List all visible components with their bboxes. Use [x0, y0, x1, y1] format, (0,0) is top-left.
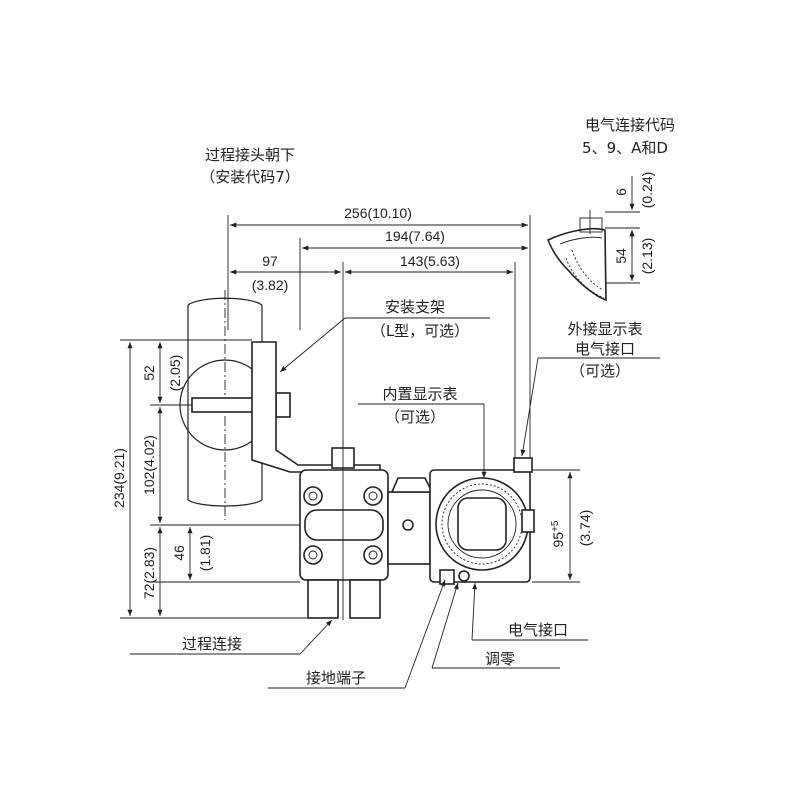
horizontal-dimensions — [227, 215, 531, 470]
bracket-sublabel: （L型，可选） — [371, 322, 469, 340]
dim-52-label: 52 — [141, 365, 157, 381]
process-down-title: 过程接头朝下 — [205, 146, 295, 164]
dim-95-label: 95+5 — [550, 520, 566, 547]
elec-connection-detail — [546, 176, 640, 302]
elec-code-title: 电气连接代码 — [585, 116, 675, 134]
elec-code-values: 5、9、A和D — [582, 139, 668, 157]
external-display-label: 外接显示表 — [567, 320, 642, 338]
transmitter-body — [299, 440, 535, 620]
dim-95-inch-label: (3.74) — [577, 510, 593, 547]
vertical-dimension-right — [532, 469, 580, 583]
dim-6-inch-label: (0.24) — [639, 172, 655, 209]
vertical-dimensions-left — [120, 339, 308, 619]
internal-display-label: 内置显示表 — [382, 385, 457, 403]
process-connection-label: 过程连接 — [182, 635, 242, 653]
dim-102-label: 102(4.02) — [141, 435, 157, 495]
external-display-sublabel: （可选） — [570, 362, 630, 380]
external-display-conn-label: 电气接口 — [575, 340, 635, 358]
process-down-code: （安装代码7） — [200, 168, 300, 186]
dim-97-inch-label: (3.82) — [252, 277, 289, 293]
dim-46-label: 46 — [171, 545, 187, 561]
zero-adjust-label: 调零 — [485, 650, 515, 668]
dim-52-inch-label: (2.05) — [167, 355, 183, 392]
internal-display-sublabel: （可选） — [385, 408, 445, 426]
electrical-connection-label: 电气接口 — [508, 621, 568, 639]
bracket-label: 安装支架 — [385, 298, 445, 316]
dim-234-label: 234(9.21) — [111, 448, 127, 508]
dim-97-label: 97 — [262, 253, 278, 269]
dim-72-label: 72(2.83) — [141, 547, 157, 599]
dim-256-label: 256(10.10) — [344, 205, 412, 221]
dim-143-label: 143(5.63) — [400, 253, 460, 269]
dim-95-tolerance: +5 — [550, 520, 561, 532]
dim-54-label: 54 — [613, 248, 629, 264]
dim-46-inch-label: (1.81) — [197, 535, 213, 572]
ground-terminal-label: 接地端子 — [306, 669, 366, 687]
dim-54-inch-label: (2.13) — [639, 238, 655, 275]
mounting-bracket — [251, 341, 381, 473]
dim-194-label: 194(7.64) — [385, 228, 445, 244]
dim-95-value: 95 — [550, 532, 566, 548]
dim-6-label: 6 — [613, 188, 629, 196]
callout-leaders — [130, 317, 660, 689]
